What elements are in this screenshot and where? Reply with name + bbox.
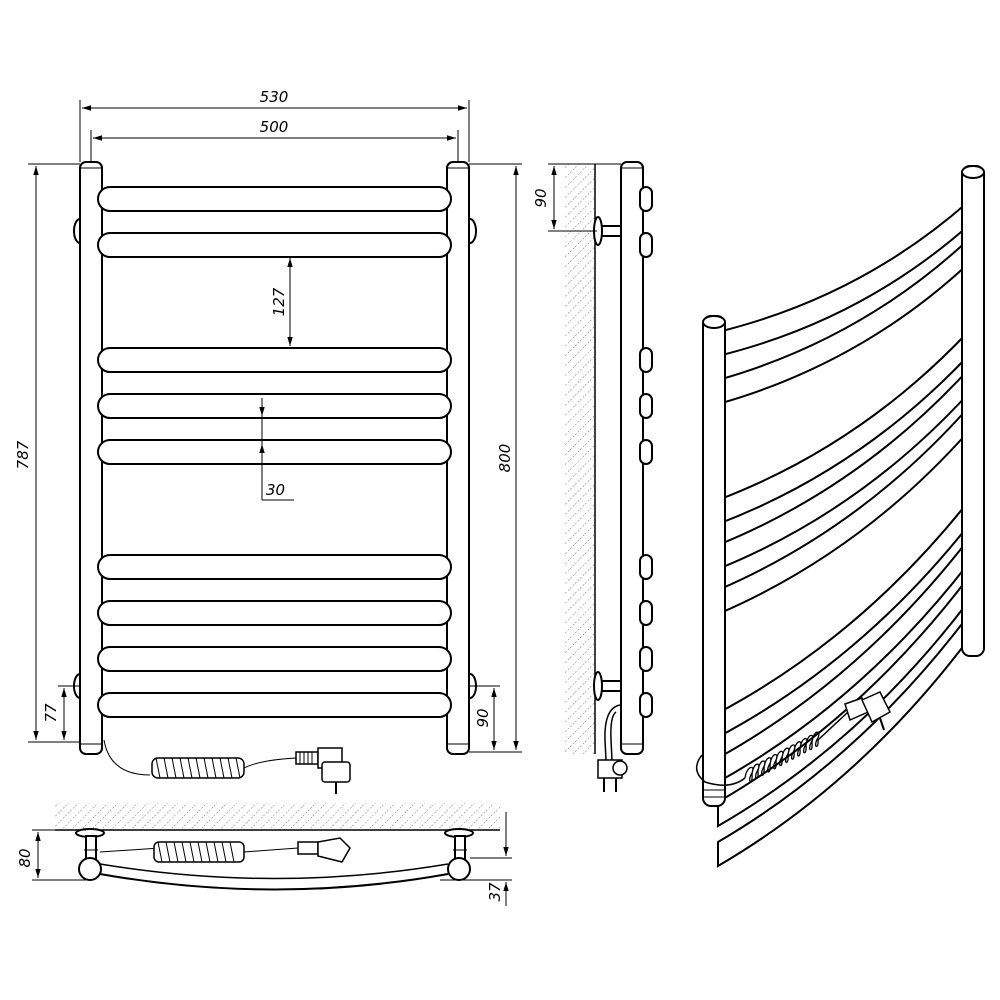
dim-label-90-front: 90 <box>474 708 492 727</box>
dim-127: 127 <box>270 258 293 346</box>
dim-label-787: 787 <box>14 440 32 469</box>
perspective-left-post <box>702 315 726 807</box>
dim-label-500: 500 <box>260 118 289 136</box>
dim-30: 30 <box>259 398 294 501</box>
side-view: 90 <box>532 161 653 792</box>
dim-90-side: 90 <box>532 163 621 232</box>
dim-800: 800 <box>469 163 522 753</box>
dim-label-127: 127 <box>270 287 288 316</box>
wall-hatch-top <box>55 803 500 830</box>
dim-label-77: 77 <box>42 703 60 723</box>
perspective-view <box>696 165 985 868</box>
dim-787: 787 <box>14 163 80 743</box>
wall-hatch-side <box>565 164 595 754</box>
dim-500: 500 <box>90 118 459 162</box>
dim-label-800: 800 <box>496 444 514 473</box>
dim-label-80: 80 <box>16 848 34 867</box>
dim-37: 37 <box>440 812 512 906</box>
perspective-right-post <box>961 165 985 657</box>
dim-90-front: 90 <box>469 685 500 753</box>
front-view: 530 500 787 77 800 90 <box>14 88 522 794</box>
dim-77: 77 <box>42 685 80 740</box>
front-rungs <box>97 186 452 718</box>
dim-label-90-side: 90 <box>532 188 550 207</box>
dim-530: 530 <box>79 88 470 162</box>
top-view: 80 37 <box>16 803 512 906</box>
perspective-cord-plug <box>696 691 891 786</box>
front-cord-plug <box>103 739 351 794</box>
dim-80: 80 <box>16 829 86 881</box>
side-rung-ends <box>639 186 653 718</box>
dim-label-30: 30 <box>266 481 285 499</box>
dim-label-37: 37 <box>486 882 504 902</box>
dim-label-530: 530 <box>260 88 289 106</box>
perspective-rungs <box>717 200 975 868</box>
